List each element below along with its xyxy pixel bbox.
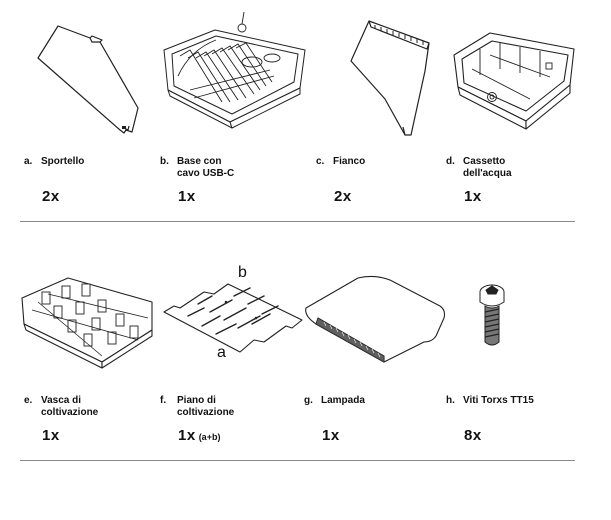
item-a-quantity: 2x: [42, 188, 60, 205]
item-e-quantity: 1x: [42, 427, 60, 444]
item-b-letter: b.: [160, 156, 169, 167]
item-d-letter: d.: [446, 156, 455, 167]
item-h-name: Viti Torxs TT15: [463, 395, 534, 406]
item-a-letter: a.: [24, 156, 33, 167]
plate-label-b: b: [238, 264, 247, 281]
row-divider-top: [20, 221, 575, 222]
base-tray-icon: [163, 11, 306, 129]
item-e-letter: e.: [24, 395, 33, 406]
item-a-name: Sportello: [41, 156, 85, 167]
item-h-letter: h.: [446, 395, 455, 406]
torx-screw-icon: [479, 284, 505, 346]
cultivation-plate-icon: [163, 283, 303, 353]
door-panel-icon: [37, 25, 139, 134]
cultivation-tub-icon: [21, 277, 153, 369]
item-d-quantity: 1x: [464, 188, 482, 205]
side-panel-icon: [350, 20, 430, 136]
item-g-name: Lampada: [321, 395, 365, 406]
item-f-quantity: 1x(a+b): [178, 427, 221, 444]
row-divider-bottom: [20, 460, 575, 461]
item-c-letter: c.: [316, 156, 325, 167]
item-b-quantity: 1x: [178, 188, 196, 205]
plate-label-a: a: [217, 344, 226, 361]
water-drawer-icon: [453, 32, 575, 130]
item-f-note: (a+b): [198, 432, 221, 442]
item-c-name: Fianco: [333, 156, 366, 167]
item-c-quantity: 2x: [334, 188, 352, 205]
item-g-letter: g.: [304, 395, 313, 406]
item-g-quantity: 1x: [322, 427, 340, 444]
lamp-icon: [305, 275, 446, 363]
item-h-quantity: 8x: [464, 427, 482, 444]
item-f-letter: f.: [160, 395, 167, 406]
